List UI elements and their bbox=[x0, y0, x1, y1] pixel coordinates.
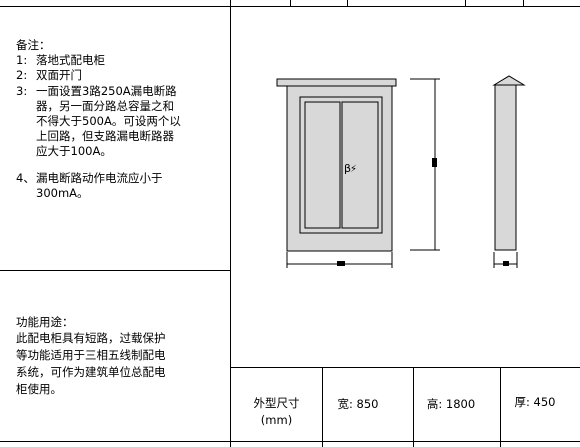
height-value: 高: 1800 bbox=[426, 397, 476, 411]
note-line: 300mA。 bbox=[36, 186, 89, 200]
notes-title: 备注： bbox=[16, 38, 51, 52]
note-number: 3: bbox=[16, 84, 28, 98]
frame-left-mid-rule bbox=[0, 270, 231, 271]
cabinet-roof bbox=[276, 78, 397, 87]
dims-label: 外型尺寸 (mm) bbox=[231, 395, 322, 427]
side-body bbox=[494, 84, 517, 251]
dims-unit-text: (mm) bbox=[260, 413, 293, 427]
frame-vertical-divider bbox=[230, 0, 231, 447]
height-dim-marker bbox=[432, 158, 437, 167]
header-divider-2 bbox=[347, 0, 348, 6]
note-line: 漏电断路动作电流应小于 bbox=[36, 171, 163, 185]
cabinet-right-door bbox=[341, 101, 379, 229]
electric-hazard-icon: ⚡ bbox=[350, 164, 357, 175]
width-value: 宽: 850 bbox=[337, 397, 379, 411]
frame-bottom-rule bbox=[0, 441, 580, 442]
note-line: 落地式配电柜 bbox=[36, 53, 105, 67]
note-line: 应大于100A。 bbox=[36, 144, 112, 158]
side-roof bbox=[492, 75, 526, 86]
note-line: 不得大于500A。可设两个以 bbox=[36, 114, 181, 128]
frame-top-rule bbox=[0, 6, 580, 7]
function-line-3: 系统，可作为建筑单位总配电 bbox=[16, 365, 166, 379]
cabinet-left-door bbox=[304, 101, 341, 229]
function-line-4: 柜使用。 bbox=[16, 382, 62, 396]
note-line: 器，另一面分路总容量之和 bbox=[36, 99, 174, 113]
note-number: 2: bbox=[16, 68, 28, 82]
cabinet-side-view bbox=[492, 75, 526, 251]
function-title: 功能用途： bbox=[16, 315, 74, 329]
note-line: 双面开门 bbox=[36, 68, 82, 82]
note-item-1: 1: 落地式配电柜 bbox=[16, 53, 105, 68]
function-line-2: 等功能适用于三相五线制配电 bbox=[16, 348, 166, 362]
door-handle-symbol: β bbox=[344, 162, 351, 175]
cabinet-front-view bbox=[276, 78, 397, 252]
header-divider-4 bbox=[523, 0, 524, 6]
note-item-4: 4、 漏电断路动作电流应小于 300mA。 bbox=[16, 171, 163, 201]
note-item-3: 3: 一面设置3路250A漏电断路 器，另一面分路总容量之和 不得大于500A。… bbox=[16, 84, 181, 159]
note-line: 上回路，但支路漏电断路器 bbox=[36, 129, 174, 143]
spec-divider-3 bbox=[500, 367, 501, 447]
spec-table-top-rule bbox=[231, 367, 580, 368]
note-line: 一面设置3路250A漏电断路 bbox=[36, 84, 177, 98]
spec-divider-1 bbox=[322, 367, 323, 447]
note-item-2: 2: 双面开门 bbox=[16, 68, 82, 83]
note-number: 1: bbox=[16, 53, 28, 67]
header-divider-3 bbox=[465, 0, 466, 6]
depth-dim-marker bbox=[503, 261, 509, 266]
function-line-1: 此配电柜具有短路，过载保护 bbox=[16, 331, 166, 345]
note-number: 4、 bbox=[16, 171, 35, 185]
header-divider-1 bbox=[290, 0, 291, 6]
spec-divider-2 bbox=[413, 367, 414, 447]
width-dim-marker bbox=[337, 261, 345, 266]
dims-label-text: 外型尺寸 bbox=[253, 396, 300, 410]
depth-value: 厚: 450 bbox=[514, 395, 556, 409]
